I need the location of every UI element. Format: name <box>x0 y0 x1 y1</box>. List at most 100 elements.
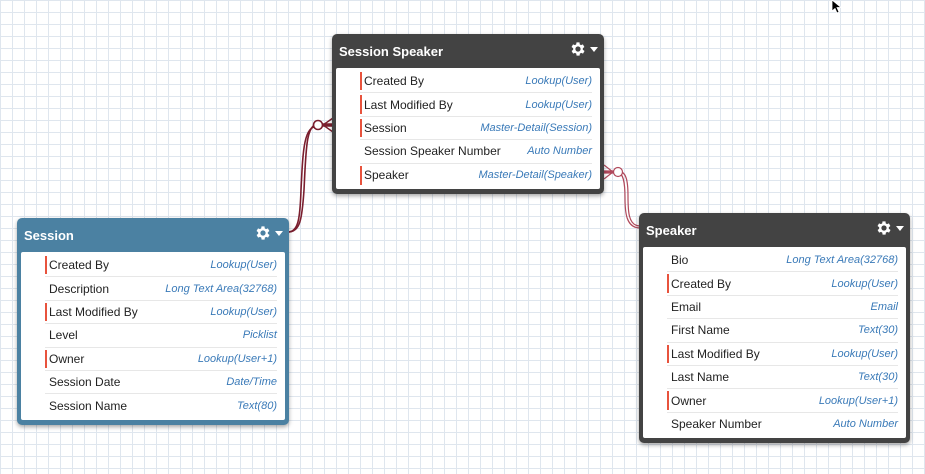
field-name: Last Modified By <box>671 346 760 361</box>
field-row-speaker-number[interactable]: Speaker Number Auto Number <box>667 413 898 436</box>
field-type: Long Text Area(32768) <box>786 254 898 267</box>
field-row-session-date[interactable]: Session Date Date/Time <box>45 371 277 395</box>
field-row-first-name[interactable]: First Name Text(30) <box>667 319 898 343</box>
field-row-last-modified-by[interactable]: Last Modified By Lookup(User) <box>667 343 898 366</box>
field-row-created-by[interactable]: Created By Lookup(User) <box>667 272 898 296</box>
field-name: Session Speaker Number <box>364 144 501 159</box>
entity-session-speaker[interactable]: Session Speaker Created By Lookup(User) L… <box>332 34 604 194</box>
field-type: Lookup(User) <box>831 277 898 290</box>
field-name: Owner <box>671 393 707 408</box>
required-marker <box>45 349 47 368</box>
field-type: Auto Number <box>833 418 898 431</box>
required-marker <box>667 344 669 363</box>
field-row-owner[interactable]: Owner Lookup(User+1) <box>667 389 898 413</box>
required-marker <box>360 118 362 138</box>
field-name: First Name <box>671 323 730 338</box>
field-name: Speaker <box>364 168 409 183</box>
crowfoot-circle-speaker <box>612 166 624 178</box>
mouse-cursor-icon <box>831 0 843 14</box>
field-row-email[interactable]: Email Email <box>667 296 898 320</box>
gear-menu-button[interactable] <box>254 224 283 242</box>
entity-title: Session Speaker <box>339 44 444 59</box>
gear-icon <box>571 42 585 56</box>
entity-header[interactable]: Session <box>21 218 285 252</box>
field-type: Lookup(User) <box>525 75 592 88</box>
required-marker <box>360 95 362 114</box>
connector-session-to-session-speaker-2 <box>287 125 332 233</box>
entity-header[interactable]: Speaker <box>643 213 906 247</box>
field-row-description[interactable]: Description Long Text Area(32768) <box>45 277 277 301</box>
field-row-last-modified-by[interactable]: Last Modified By Lookup(User) <box>45 301 277 325</box>
field-type: Master-Detail(Speaker) <box>478 169 592 182</box>
field-type: Lookup(User+1) <box>197 352 277 365</box>
field-type: Long Text Area(32768) <box>165 282 277 295</box>
field-row-speaker[interactable]: Speaker Master-Detail(Speaker) <box>360 164 592 187</box>
entity-session[interactable]: Session Created By Lookup(User) Descripti… <box>17 218 289 425</box>
entity-header[interactable]: Session Speaker <box>336 34 600 68</box>
gear-icon <box>256 226 270 240</box>
field-type: Lookup(User) <box>210 305 277 318</box>
required-marker <box>360 165 362 185</box>
entity-field-list: Created By Lookup(User) Description Long T… <box>21 252 285 420</box>
field-name: Session <box>364 120 407 135</box>
field-name: Created By <box>49 258 110 273</box>
chevron-down-icon <box>896 225 904 231</box>
field-type: Text(30) <box>858 371 898 384</box>
field-name: Session Name <box>49 399 128 414</box>
field-type: Lookup(User) <box>210 259 277 272</box>
field-type: Lookup(User) <box>831 347 898 360</box>
field-name: Last Modified By <box>364 97 453 112</box>
required-marker <box>360 72 362 91</box>
field-name: Last Name <box>671 370 730 385</box>
field-row-session[interactable]: Session Master-Detail(Session) <box>360 117 592 141</box>
field-name: Level <box>49 328 78 343</box>
field-name: Created By <box>364 74 425 89</box>
gear-icon <box>877 221 891 235</box>
field-name: Last Modified By <box>49 304 138 319</box>
chevron-down-icon <box>590 46 598 52</box>
field-row-session-speaker-number[interactable]: Session Speaker Number Auto Number <box>360 140 592 164</box>
field-name: Session Date <box>49 375 121 390</box>
gear-menu-button[interactable] <box>875 219 904 237</box>
crowfoot-speaker <box>603 164 614 180</box>
required-marker <box>667 391 669 410</box>
field-name: Created By <box>671 276 732 291</box>
connector-speaker-to-session-speaker <box>604 170 641 227</box>
field-row-level[interactable]: Level Picklist <box>45 324 277 348</box>
required-marker <box>45 302 47 322</box>
gear-menu-button[interactable] <box>569 40 598 58</box>
field-type: Auto Number <box>527 145 592 158</box>
field-row-session-name[interactable]: Session Name Text(80) <box>45 394 277 417</box>
crowfoot-circle-session <box>312 119 324 131</box>
field-type: Master-Detail(Session) <box>480 121 592 134</box>
field-type: Date/Time <box>226 376 277 389</box>
field-type: Lookup(User+1) <box>818 394 898 407</box>
field-type: Text(80) <box>237 400 277 413</box>
field-name: Description <box>49 281 110 296</box>
entity-title: Session <box>24 228 74 243</box>
entity-speaker[interactable]: Speaker Bio Long Text Area(32768) Created… <box>639 213 910 444</box>
connector-session-to-session-speaker <box>287 123 332 233</box>
field-name: Bio <box>671 253 689 268</box>
entity-title: Speaker <box>646 223 697 238</box>
field-type: Text(30) <box>858 324 898 337</box>
field-name: Speaker Number <box>671 417 762 432</box>
crowfoot-session <box>322 117 334 133</box>
field-row-last-name[interactable]: Last Name Text(30) <box>667 366 898 390</box>
entity-field-list: Bio Long Text Area(32768) Created By Looku… <box>643 247 906 439</box>
field-name: Email <box>671 299 702 314</box>
field-type: Email <box>870 300 898 313</box>
field-name: Owner <box>49 351 85 366</box>
field-row-created-by[interactable]: Created By Lookup(User) <box>45 254 277 278</box>
field-type: Picklist <box>242 329 277 342</box>
field-row-bio[interactable]: Bio Long Text Area(32768) <box>667 249 898 273</box>
field-row-created-by[interactable]: Created By Lookup(User) <box>360 70 592 94</box>
required-marker <box>45 256 47 275</box>
required-marker <box>667 274 669 293</box>
connector-speaker-to-session-speaker-2 <box>604 172 641 229</box>
chevron-down-icon <box>275 230 283 236</box>
field-row-owner[interactable]: Owner Lookup(User+1) <box>45 348 277 371</box>
